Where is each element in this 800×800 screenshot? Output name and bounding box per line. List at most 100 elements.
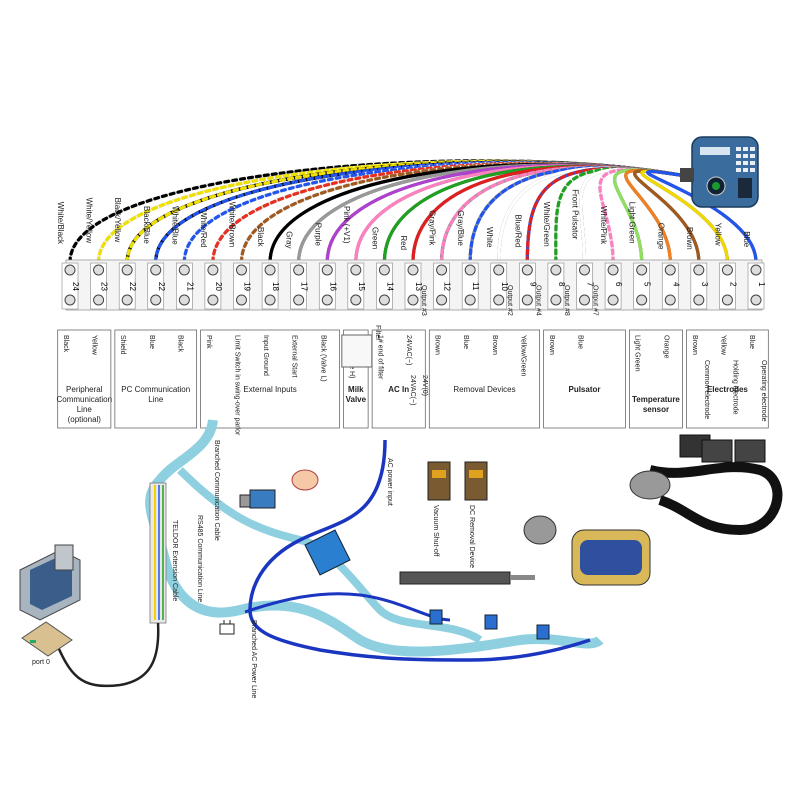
group-label: Electrodes [707, 385, 748, 394]
electrodes-icon [629, 434, 783, 536]
terminal-number: 16 [328, 282, 337, 291]
milk-valve-pump-icon [304, 529, 351, 576]
rs485-cable [149, 482, 167, 624]
group-box [428, 329, 540, 429]
screw-icon [121, 264, 133, 276]
wire-label: Light Green [628, 202, 637, 244]
wire-label: Gray [285, 231, 294, 248]
output-label: Output #2 [506, 285, 513, 316]
dc-voltage-label: 24V(0) [421, 375, 428, 396]
screw-icon [264, 264, 276, 276]
screw-icon [293, 264, 305, 276]
group-box [114, 329, 197, 429]
screw-icon [550, 294, 562, 306]
terminal-box-label: Brown [434, 335, 441, 355]
electrode-label: Common electrode [703, 360, 710, 419]
screw-icon [550, 264, 562, 276]
wire-label: Brown [685, 227, 694, 250]
terminal-16: 16 [318, 262, 337, 310]
terminal-box-label: Light Green [634, 335, 641, 372]
terminal-9: 9 [519, 262, 537, 310]
wire-label: Green [370, 227, 379, 249]
terminal-number: 8 [557, 282, 566, 287]
group-label: Communication [57, 395, 113, 404]
group-label: Temperature [632, 395, 680, 404]
terminal-box-label: External Start [291, 335, 298, 377]
screw-icon [721, 264, 733, 276]
screw-icon [493, 264, 505, 276]
computer-cable [53, 622, 160, 688]
group-box [200, 329, 340, 429]
wire-label: White [485, 227, 494, 248]
wire-label: Purple [313, 223, 322, 247]
screw-icon [207, 294, 219, 306]
wire-label: Blue [742, 231, 751, 248]
terminal-20: 20 [204, 262, 223, 310]
group-box [343, 329, 369, 429]
terminal-number: 7 [586, 282, 595, 287]
terminal-22: 22 [118, 262, 137, 310]
group-box [57, 329, 112, 429]
terminal-box-label: 24VAC(~) [405, 335, 412, 365]
terminal-19: 19 [233, 262, 252, 310]
terminal-22: 22 [147, 262, 166, 310]
group-label: External Inputs [243, 385, 296, 394]
vacuum-shutoff-label: Vacuum Shut-off [432, 505, 439, 557]
wire-label: Blue/Red [513, 214, 522, 247]
wire-label: Gray/Blue [456, 210, 465, 246]
terminal-number: 22 [128, 282, 137, 291]
wire-label: Black/Blue [142, 206, 151, 244]
terminal-number: 23 [100, 282, 109, 291]
screw-icon [750, 264, 762, 276]
screw-icon [664, 264, 676, 276]
screw-icon [607, 264, 619, 276]
terminal-number: 4 [671, 282, 680, 287]
screw-icon [64, 264, 76, 276]
terminal-box-label: Black [176, 335, 183, 353]
terminal-box-label: 1# end of filter [376, 335, 383, 380]
electrode-label: Holding electrode [731, 360, 738, 415]
dc-removal-label: DC Removal Device [468, 505, 475, 568]
device-labels: Branched Communication Cable RS485 Commu… [32, 440, 475, 698]
dc-removal-device-icon [464, 461, 488, 501]
terminal-box-label: Limit Switch in swing-over parlor [234, 335, 241, 436]
terminal-4: 4 [661, 262, 680, 310]
screw-icon [636, 294, 648, 306]
milk-valve-sensor-icon [429, 609, 550, 640]
screw-icon [750, 294, 762, 306]
group-label: AC In [388, 385, 409, 394]
group-label: sensor [643, 405, 669, 414]
screw-icon [693, 264, 705, 276]
terminal-24: 24 [61, 262, 80, 310]
group-label: Removal Devices [453, 385, 515, 394]
terminal-23: 23 [90, 262, 109, 310]
terminal-number: 17 [300, 282, 309, 291]
terminal-1: 1 [747, 262, 766, 310]
terminal-number: 12 [443, 282, 452, 291]
screw-icon [178, 264, 190, 276]
screw-icon [579, 264, 590, 276]
group-box [686, 329, 769, 429]
terminal-number: 6 [614, 282, 623, 287]
terminal-box-label: Black (Valve L) [319, 335, 326, 382]
wire-stripe-22 [154, 160, 682, 264]
wire-12 [439, 165, 682, 264]
wire-label: White/Green [542, 202, 551, 247]
terminal-14: 14 [376, 262, 394, 310]
terminal-box-label: Blue [748, 335, 755, 349]
terminal-6: 6 [604, 262, 623, 310]
screw-icon [664, 294, 676, 306]
screw-icon [721, 294, 733, 306]
terminal-5: 5 [633, 262, 652, 310]
wire-stripe-22 [125, 160, 682, 264]
terminal-number: 20 [214, 282, 223, 291]
removal-actuator-icon [399, 571, 535, 585]
milk-meter-icon [571, 529, 651, 586]
group-label: Milk [348, 385, 364, 394]
terminal-2: 2 [719, 262, 737, 310]
screw-icon [436, 294, 448, 306]
lower-devices [19, 419, 783, 688]
terminal-21: 21 [176, 262, 194, 310]
computer-icon [19, 544, 81, 621]
wire-label: Orange [656, 223, 665, 250]
